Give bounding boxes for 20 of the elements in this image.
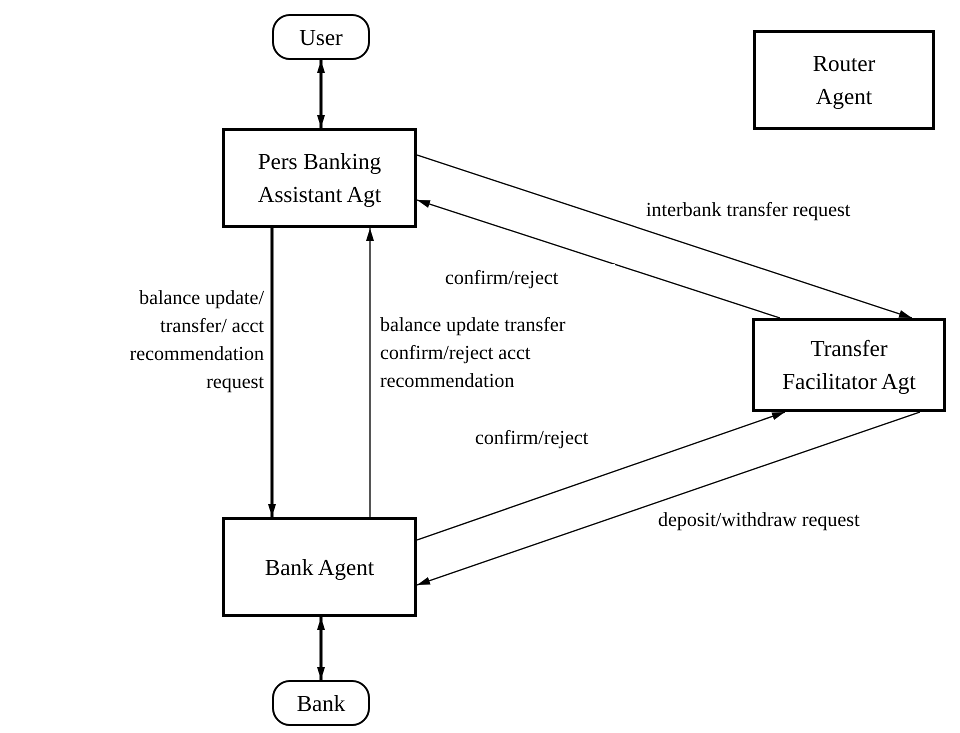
arrow bbox=[268, 228, 276, 517]
arrow bbox=[416, 411, 786, 541]
agent-box bbox=[753, 30, 935, 130]
node-label: Pers Banking Assistant Agt bbox=[256, 148, 382, 209]
node-label: User bbox=[299, 24, 343, 52]
arrow bbox=[317, 60, 325, 128]
arrow bbox=[416, 199, 780, 319]
arrow bbox=[416, 154, 912, 319]
node-label: Router Agent bbox=[812, 50, 876, 111]
terminal-pill bbox=[272, 14, 370, 60]
node-label: Bank bbox=[296, 690, 346, 718]
agent-box bbox=[222, 128, 417, 228]
arrow bbox=[416, 411, 920, 586]
agent-box bbox=[752, 318, 946, 412]
node-label: Bank Agent bbox=[264, 554, 374, 582]
node-label: Transfer Facilitator Agt bbox=[781, 335, 917, 396]
terminal-pill bbox=[272, 680, 370, 726]
arrow bbox=[366, 228, 374, 517]
arrow bbox=[317, 617, 325, 680]
agent-box bbox=[222, 517, 417, 617]
